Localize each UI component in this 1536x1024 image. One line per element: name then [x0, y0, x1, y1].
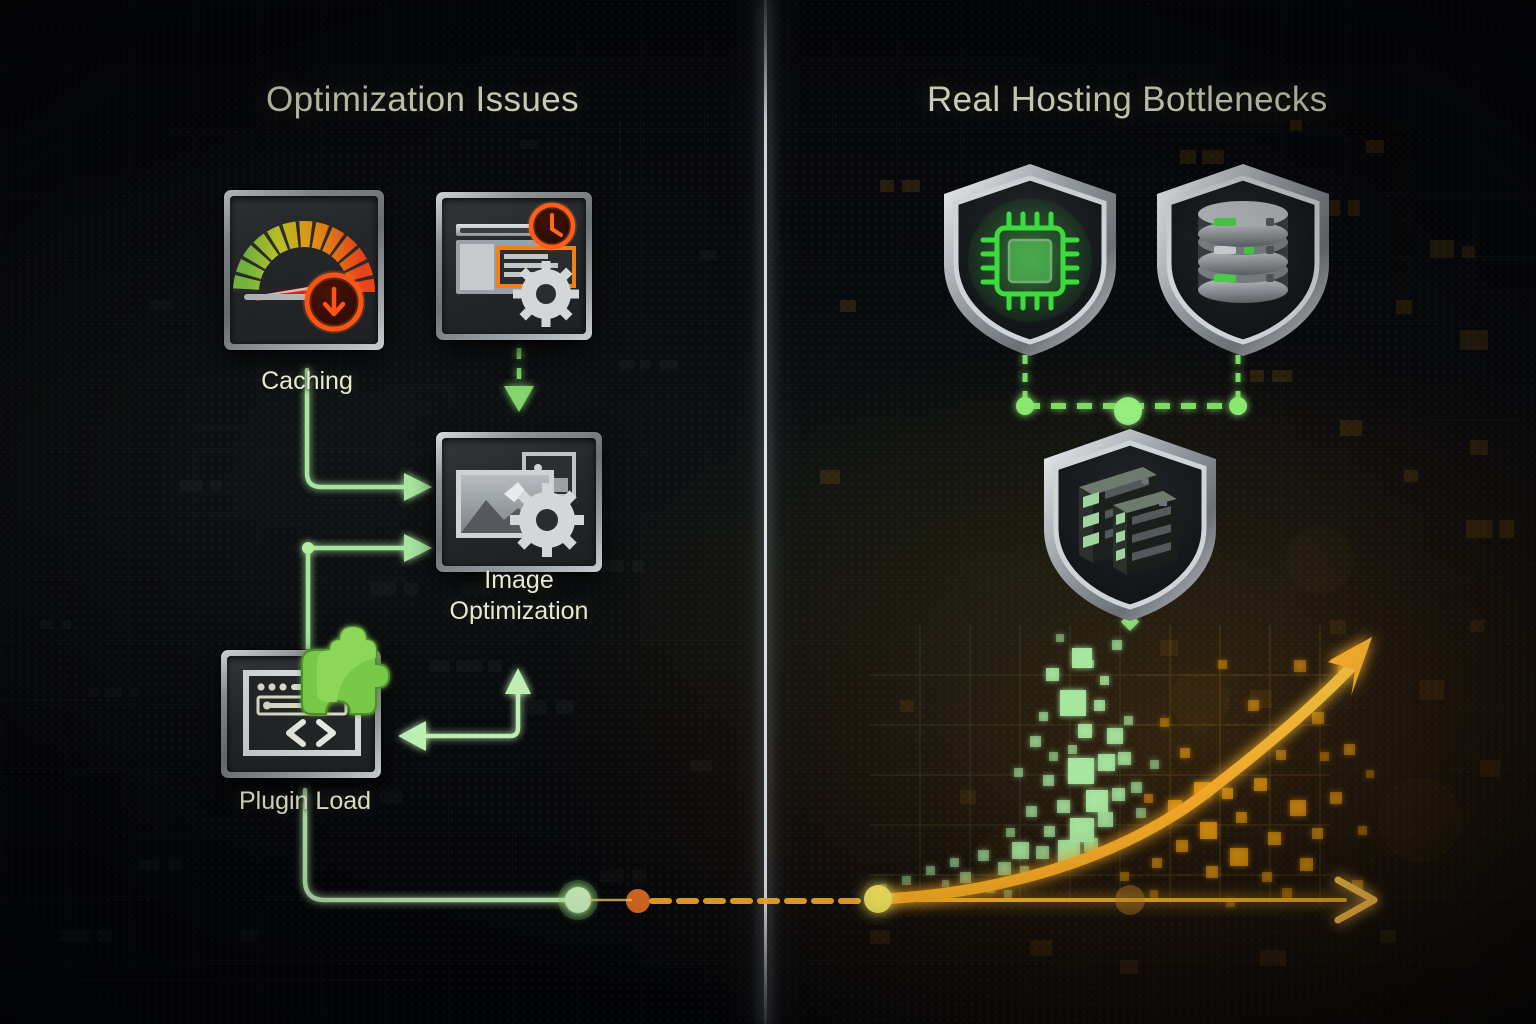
node-label-image-optimization: Image Optimization: [449, 566, 589, 625]
node-label-plugin-load: Plugin Load: [238, 787, 372, 815]
shield-server-rack-icon[interactable]: [1035, 425, 1225, 625]
image-optimization-icon-tile[interactable]: [436, 432, 602, 572]
page-title-left: Optimization Issues: [266, 80, 579, 119]
page-settings-icon-tile[interactable]: [436, 192, 592, 340]
node-label-caching: Caching: [261, 367, 353, 395]
caching-icon-tile[interactable]: [224, 190, 384, 350]
code-window-puzzle-icon: [243, 670, 361, 756]
plugin-load-icon-tile[interactable]: [221, 650, 381, 778]
image-gear-icon: [456, 452, 584, 557]
shield-cpu-chip-icon[interactable]: [935, 160, 1125, 360]
shield-database-icon[interactable]: [1148, 160, 1338, 360]
webpage-gear-clock-icon: [456, 201, 579, 327]
panel-divider: [764, 0, 767, 1024]
page-title-right: Real Hosting Bottlenecks: [927, 80, 1328, 119]
speedometer-gauge-icon: [233, 221, 375, 334]
